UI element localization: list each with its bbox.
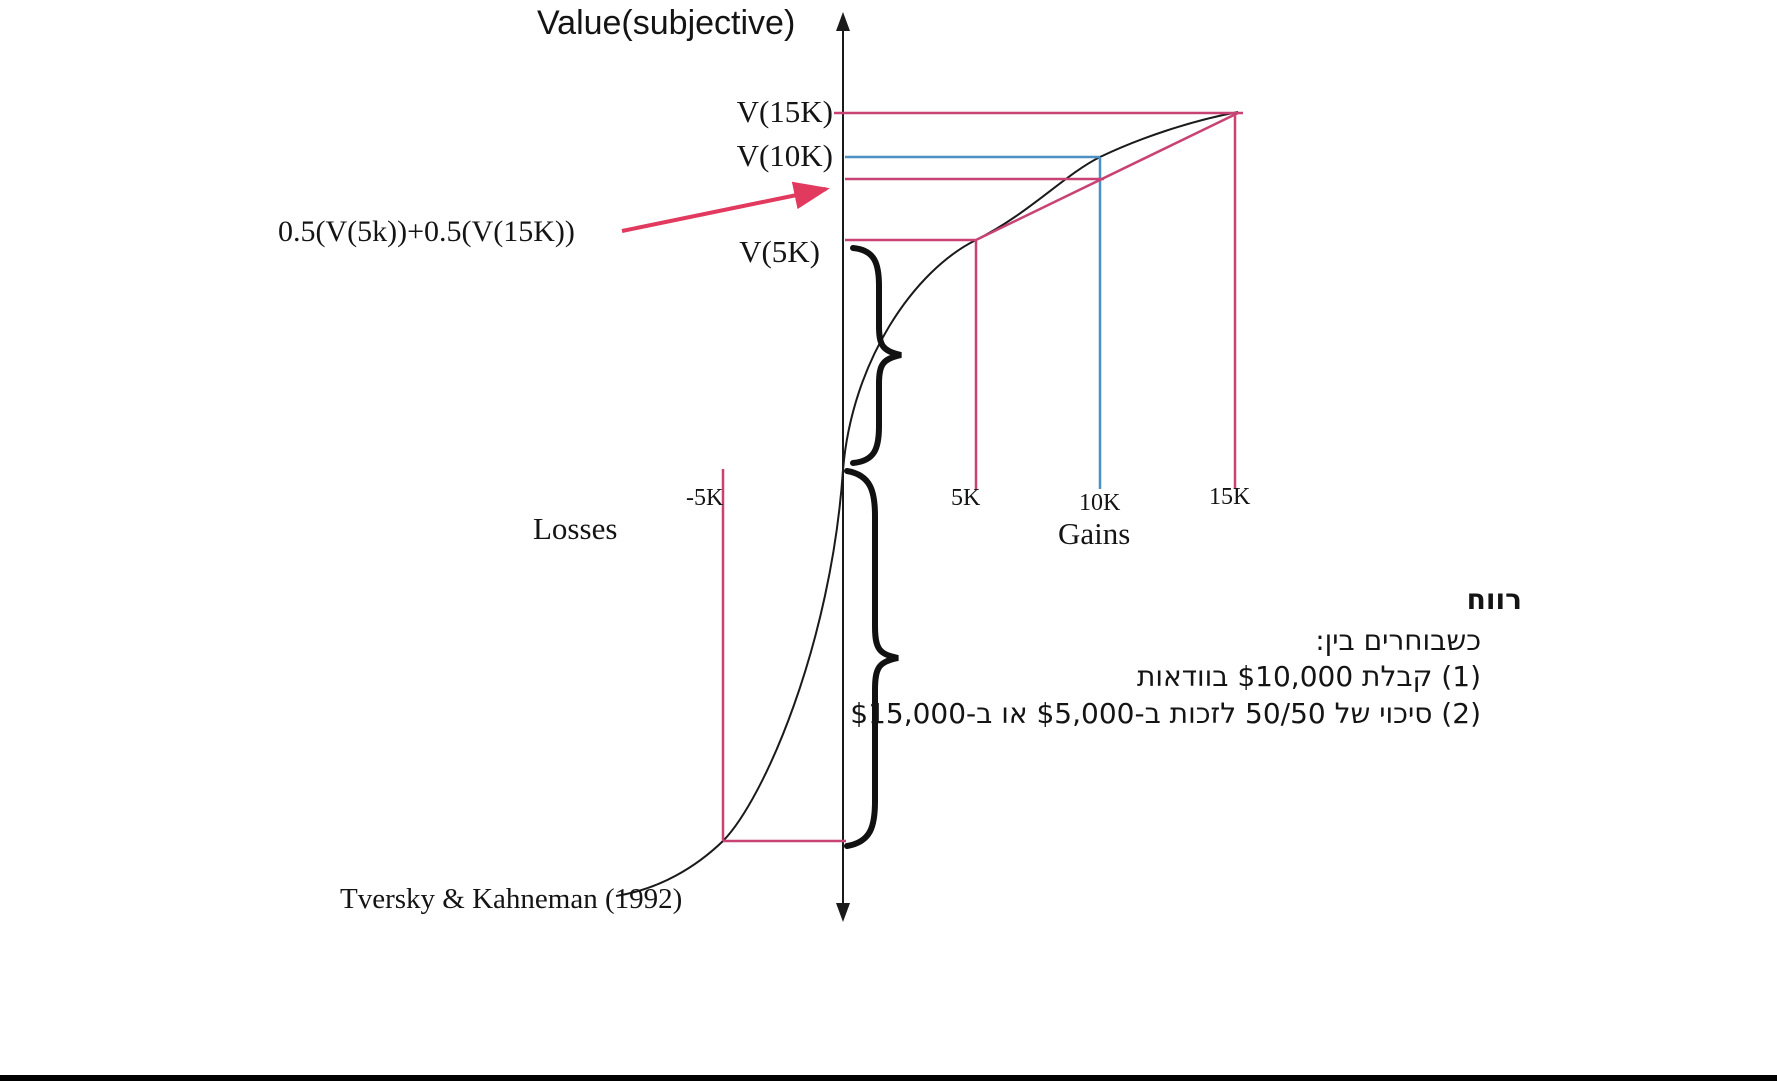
tick-15k: 15K bbox=[1209, 484, 1251, 510]
label-expected-value: 0.5(V(5k))+0.5(V(15K)) bbox=[278, 215, 575, 248]
note-line-3: (2) סיכוי של 50/50 לזכות ב-$5,000 או ב-$… bbox=[850, 697, 1481, 730]
tick-minus5k: -5K bbox=[686, 485, 724, 511]
label-v10k: V(10K) bbox=[736, 138, 833, 173]
y-axis-arrow-bottom-icon bbox=[836, 903, 850, 922]
y-axis-arrow-top-icon bbox=[836, 12, 850, 31]
note-heading: רווח bbox=[1466, 583, 1522, 616]
tick-10k: 10K bbox=[1079, 490, 1121, 516]
tick-5k: 5K bbox=[951, 485, 981, 511]
label-v5k: V(5K) bbox=[739, 234, 820, 269]
source-citation: Tversky & Kahneman (1992) bbox=[340, 883, 683, 915]
expected-value-arrow bbox=[621, 181, 830, 233]
brace-gain-span-icon bbox=[850, 245, 902, 466]
brace-loss-span-icon bbox=[844, 468, 899, 849]
note-line-2: (1) קבלת $10,000 בוודאות bbox=[1136, 660, 1481, 693]
axis-label-gains: Gains bbox=[1058, 516, 1131, 551]
note-line-1: כשבוחרים בין: bbox=[1315, 624, 1481, 657]
chart-title: Value(subjective) bbox=[537, 4, 796, 42]
axis-label-losses: Losses bbox=[533, 511, 618, 546]
gamble-chord-line bbox=[975, 111, 1239, 242]
label-v15k: V(15K) bbox=[736, 94, 833, 129]
